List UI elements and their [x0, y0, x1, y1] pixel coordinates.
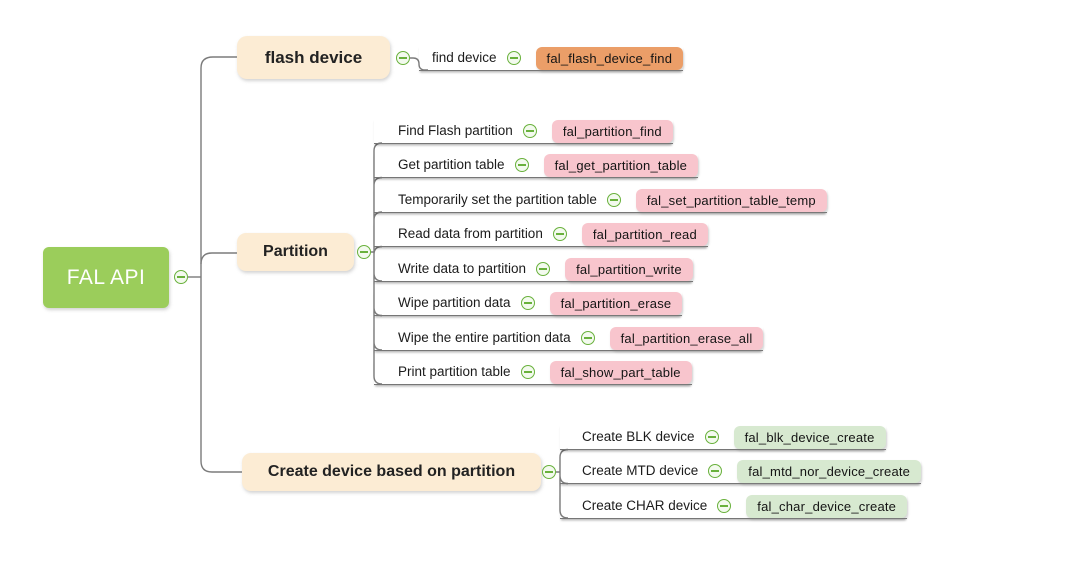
collapse-minus-icon[interactable]	[506, 51, 521, 65]
collapse-minus-icon[interactable]	[542, 465, 556, 479]
child-row-get-partition-table: Get partition table fal_get_partition_ta…	[374, 152, 699, 178]
child-node-label[interactable]: Read data from partition	[398, 226, 543, 241]
collapse-minus-icon[interactable]	[606, 193, 621, 207]
api-node[interactable]: fal_show_part_table	[549, 361, 692, 384]
api-node[interactable]: fal_partition_find	[551, 120, 673, 143]
child-node-label[interactable]: Temporarily set the partition table	[398, 192, 597, 207]
child-row-find-device: find device fal_flash_device_find	[419, 45, 684, 71]
collapse-minus-icon[interactable]	[520, 365, 535, 379]
collapse-minus-icon[interactable]	[357, 245, 371, 259]
child-row-create-char-device: Create CHAR device fal_char_device_creat…	[560, 493, 908, 519]
root-node-fal-api[interactable]: FAL API	[43, 247, 169, 308]
child-row-read-data-from-partition: Read data from partition fal_partition_r…	[374, 221, 708, 247]
branch-node-flash-device[interactable]: flash device	[237, 36, 390, 79]
collapse-minus-icon[interactable]	[520, 296, 535, 310]
api-node[interactable]: fal_partition_erase	[549, 292, 683, 315]
branch-node-label: Create device based on partition	[267, 463, 516, 480]
child-row-create-blk-device: Create BLK device fal_blk_device_create	[560, 424, 886, 450]
collapse-minus-icon[interactable]	[522, 124, 537, 138]
collapse-minus-icon[interactable]	[717, 499, 732, 513]
collapse-minus-icon[interactable]	[580, 331, 595, 345]
child-node-label[interactable]: Create CHAR device	[582, 498, 708, 513]
child-node-label[interactable]: Wipe the entire partition data	[398, 330, 571, 345]
branch-node-label: Partition	[263, 243, 328, 260]
collapse-minus-icon[interactable]	[536, 262, 551, 276]
child-row-temporarily-set-partition-table: Temporarily set the partition table fal_…	[374, 187, 827, 213]
api-node[interactable]: fal_partition_write	[565, 258, 693, 281]
collapse-minus-icon[interactable]	[396, 51, 410, 65]
branch-node-partition[interactable]: Partition	[237, 233, 354, 271]
collapse-minus-icon[interactable]	[704, 430, 719, 444]
api-node[interactable]: fal_blk_device_create	[733, 426, 886, 449]
collapse-minus-icon[interactable]	[552, 227, 567, 241]
child-row-print-partition-table: Print partition table fal_show_part_tabl…	[374, 359, 692, 385]
branch-node-create-device[interactable]: Create device based on partition	[242, 453, 541, 491]
api-node[interactable]: fal_mtd_nor_device_create	[737, 460, 922, 483]
api-node[interactable]: fal_get_partition_table	[543, 154, 699, 177]
child-node-label[interactable]: Create MTD device	[582, 463, 699, 478]
child-node-label[interactable]: Find Flash partition	[398, 123, 513, 138]
child-row-write-data-to-partition: Write data to partition fal_partition_wr…	[374, 256, 693, 282]
api-node[interactable]: fal_partition_read	[581, 223, 708, 246]
child-row-find-flash-partition: Find Flash partition fal_partition_find	[374, 118, 673, 144]
child-row-create-mtd-device: Create MTD device fal_mtd_nor_device_cre…	[560, 458, 922, 484]
child-row-wipe-partition-data: Wipe partition data fal_partition_erase	[374, 290, 683, 316]
collapse-minus-icon[interactable]	[174, 270, 188, 284]
child-node-label[interactable]: Create BLK device	[582, 429, 695, 444]
child-row-wipe-entire-partition-data: Wipe the entire partition data fal_parti…	[374, 325, 764, 351]
api-node[interactable]: fal_partition_erase_all	[609, 327, 764, 350]
child-node-label[interactable]: Write data to partition	[398, 261, 527, 276]
root-node-label: FAL API	[66, 265, 146, 289]
api-node[interactable]: fal_set_partition_table_temp	[635, 189, 827, 212]
child-node-label[interactable]: Print partition table	[398, 364, 511, 379]
collapse-minus-icon[interactable]	[708, 464, 723, 478]
child-node-label[interactable]: find device	[432, 50, 497, 65]
child-node-label[interactable]: Get partition table	[398, 157, 505, 172]
collapse-minus-icon[interactable]	[514, 158, 529, 172]
api-node[interactable]: fal_flash_device_find	[535, 47, 684, 70]
child-node-label[interactable]: Wipe partition data	[398, 295, 511, 310]
branch-node-label: flash device	[264, 47, 363, 67]
api-node[interactable]: fal_char_device_create	[746, 495, 908, 518]
